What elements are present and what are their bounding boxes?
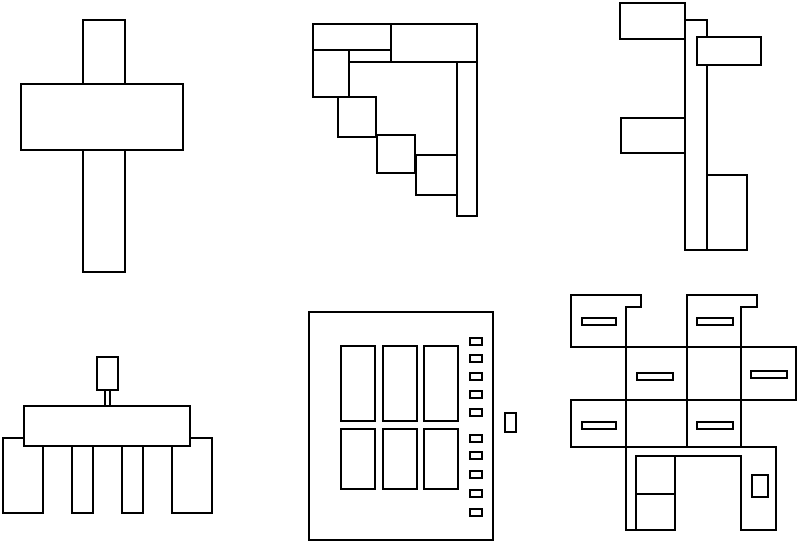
panel-cell-top-1	[340, 345, 376, 422]
panel-cell-bottom-2	[382, 428, 418, 490]
panel-side-slot-5	[469, 408, 483, 417]
step-3	[376, 134, 416, 174]
cross-shape	[20, 19, 184, 273]
panel-cell-bottom-1	[340, 428, 376, 490]
checker-slot-2	[696, 317, 734, 326]
step-4	[415, 154, 458, 196]
panel-side-slot-9	[469, 489, 483, 498]
comb-knob-stem	[104, 390, 111, 406]
checker-bottom-cell-1	[635, 455, 676, 495]
panel-cell-bottom-3	[423, 428, 459, 490]
panel-side-slot-8	[469, 470, 483, 479]
panel-side-slot-7	[469, 451, 483, 460]
right-column	[456, 61, 478, 217]
panel-side-slot-4	[469, 390, 483, 399]
panel-cell-top-2	[382, 345, 418, 422]
step-2	[337, 96, 377, 138]
checker-low-center-block	[625, 399, 688, 448]
panel-with-grid-shape	[308, 311, 517, 541]
step-1	[312, 49, 350, 98]
checker-slot-1	[581, 317, 617, 326]
comb-leg-3	[121, 437, 144, 514]
panel-side-slot-10	[469, 508, 483, 517]
checker-bottom-cell-2	[635, 493, 676, 531]
checker-block-shape	[570, 294, 797, 531]
comb-leg-1	[2, 437, 44, 514]
panel-side-slot-2	[469, 354, 483, 363]
top-left-arm	[619, 2, 686, 40]
comb-top-knob	[96, 356, 119, 391]
cross-horizontal-bar	[20, 83, 184, 151]
panel-side-slot-6	[469, 434, 483, 443]
comb-bar	[23, 405, 191, 447]
panel-cell-top-3	[423, 345, 459, 422]
panel-external-tab	[504, 412, 517, 433]
top-bar-right-cell	[390, 23, 478, 63]
checker-slot-4	[750, 370, 788, 379]
comb-leg-2	[71, 437, 94, 514]
right-arm	[696, 36, 762, 66]
bottom-right-block	[706, 174, 748, 251]
top-bar-left-cell	[312, 23, 392, 51]
checker-slot-3	[636, 372, 674, 381]
panel-side-slot-1	[469, 337, 483, 346]
checker-slot-5	[581, 421, 617, 430]
stepped-corner-shape	[312, 23, 478, 217]
comb-shape	[2, 356, 213, 514]
spine-with-arms-shape	[619, 2, 762, 251]
checker-mid-center-block	[686, 346, 742, 401]
comb-leg-4	[171, 437, 213, 514]
panel-side-slot-3	[469, 372, 483, 381]
middle-left-arm	[620, 117, 686, 154]
checker-slot-6	[696, 421, 734, 430]
checker-bottom-square	[751, 474, 769, 498]
